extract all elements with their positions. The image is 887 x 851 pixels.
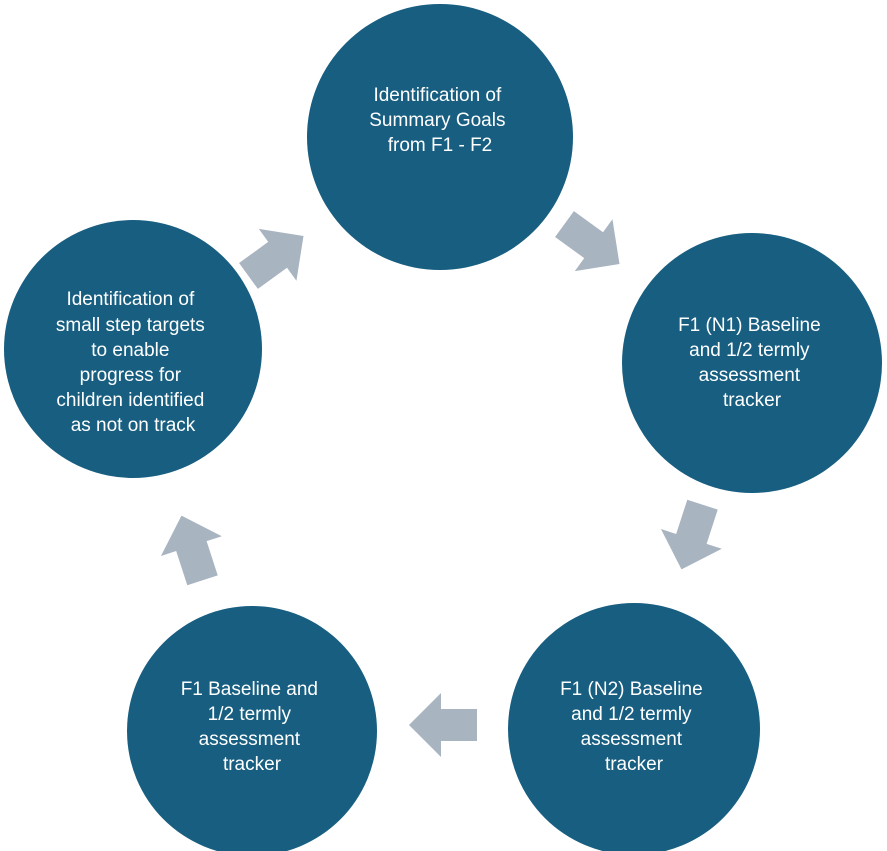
arrow-f1-n1-to-f1-n2	[660, 499, 722, 570]
node-small-step-targets: Identification of small step targets to …	[4, 220, 262, 478]
arrow-f1-n2-to-f1	[409, 693, 477, 757]
node-small-step-targets-label: Identification of small step targets to …	[56, 289, 210, 436]
node-f1-tracker: F1 Baseline and 1/2 termly assessment tr…	[127, 606, 377, 851]
node-f1-n2-tracker: F1 (N2) Baseline and 1/2 termly assessme…	[508, 603, 760, 851]
node-f1-n1-tracker-label: F1 (N1) Baseline and 1/2 termly assessme…	[678, 315, 826, 411]
node-f1-tracker-label: F1 Baseline and 1/2 termly assessment tr…	[181, 679, 324, 775]
node-f1-n1-tracker: F1 (N1) Baseline and 1/2 termly assessme…	[622, 233, 882, 493]
arrow-summary-goals-to-f1-n1	[555, 211, 620, 272]
arrow-small-step-to-summary-goals	[239, 228, 304, 289]
arrow-f1-to-small-step	[160, 515, 222, 586]
node-f1-n2-tracker-label: F1 (N2) Baseline and 1/2 termly assessme…	[560, 679, 708, 775]
node-summary-goals-label: Identification of Summary Goals from F1 …	[369, 85, 510, 156]
node-summary-goals: Identification of Summary Goals from F1 …	[307, 4, 573, 270]
